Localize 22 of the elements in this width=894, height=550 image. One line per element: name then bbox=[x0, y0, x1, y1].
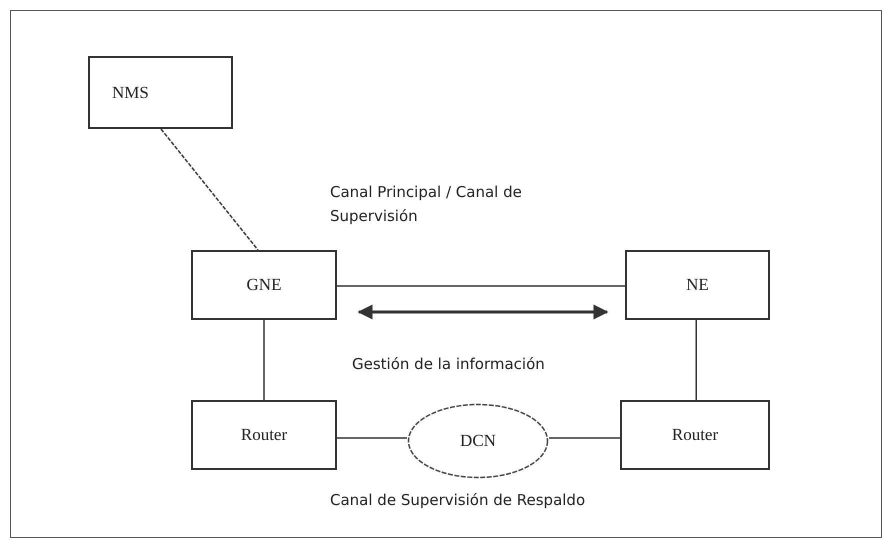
connector-line bbox=[337, 285, 625, 287]
connector-line bbox=[337, 437, 407, 439]
node-label: Router bbox=[672, 425, 718, 445]
device-box bbox=[191, 250, 337, 320]
connector-line bbox=[160, 128, 259, 250]
device-box bbox=[625, 250, 770, 320]
connector-line bbox=[696, 320, 697, 400]
caption-text: Gestión de la información bbox=[352, 354, 546, 375]
device-box bbox=[88, 56, 233, 129]
node-label: NE bbox=[686, 275, 709, 295]
node-label: NMS bbox=[112, 82, 149, 102]
connector-line bbox=[549, 437, 620, 439]
node-label: GNE bbox=[246, 275, 282, 295]
connector-line bbox=[263, 320, 265, 400]
node-label: Router bbox=[240, 425, 288, 445]
double-arrow bbox=[358, 304, 608, 320]
device-box bbox=[191, 400, 337, 470]
network-ellipse bbox=[407, 403, 549, 479]
device-box bbox=[620, 400, 770, 470]
caption-text: Canal de Supervisión de Respaldo bbox=[330, 490, 586, 511]
node-label: DCN bbox=[460, 431, 496, 451]
caption-text: Canal Principal / Canal de Supervisión bbox=[330, 182, 523, 227]
